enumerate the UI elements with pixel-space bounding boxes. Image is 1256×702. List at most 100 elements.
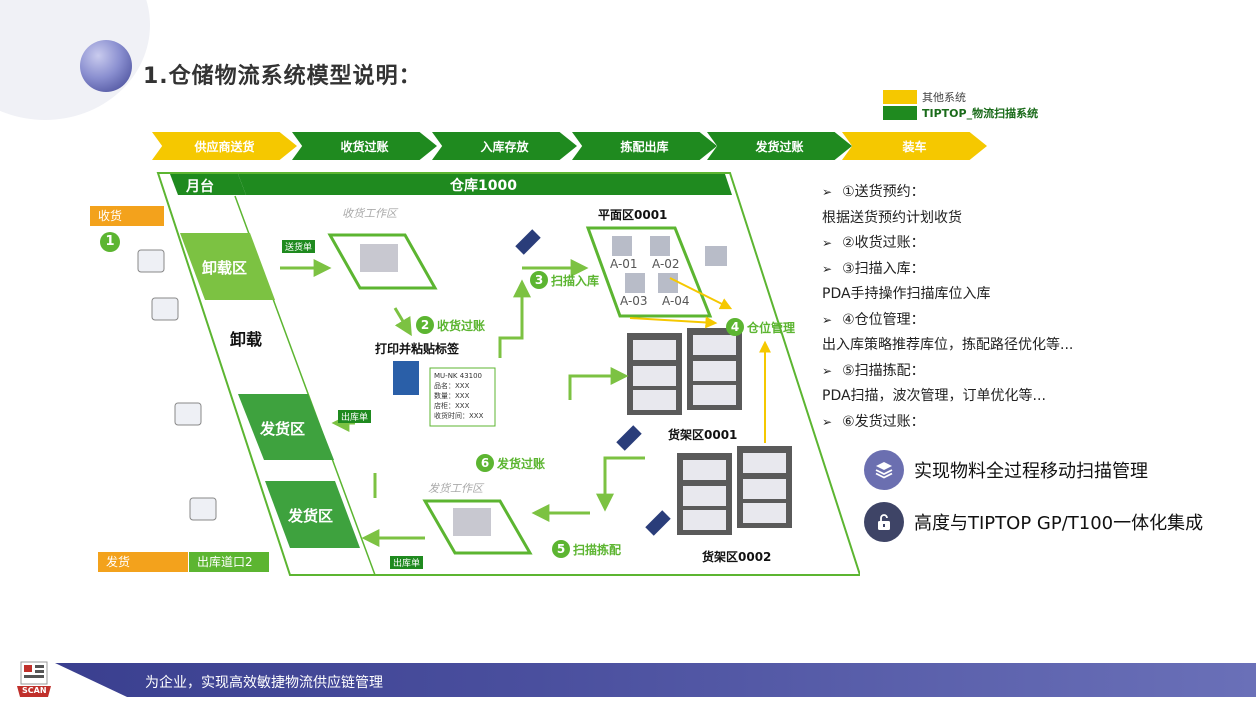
receive-work-area-label: 收货工作区 [342, 207, 397, 220]
note-text: 根据送货预约计划收货 [822, 209, 962, 226]
feature-integration: 高度与TIPTOP GP/T100一体化集成 [864, 502, 1203, 542]
label-card [429, 367, 496, 427]
pda-device-icon [645, 510, 671, 536]
ship-zone-1-bg [238, 394, 334, 460]
note-line: PDA手持操作扫描库位入库 [822, 282, 1152, 308]
delivery-note-tag: 送货单 [282, 240, 316, 253]
bin-label: A-02 [652, 257, 680, 271]
layers-icon [864, 450, 904, 490]
note-line: ➢ ④仓位管理： [822, 308, 1152, 334]
step-number-badge: 4 [726, 318, 744, 336]
bullet-arrow-icon: ➢ [822, 414, 833, 429]
note-line: ➢③扫描入库： [822, 257, 1152, 283]
flow-arrow [596, 456, 645, 512]
bullet-arrow-icon: ➢ [822, 312, 833, 327]
note-line: 根据送货预约计划收货 [822, 206, 1152, 232]
note-text: PDA扫描，波次管理，订单优化等... [822, 388, 1046, 404]
label-card-line: 收货时间：XXX [434, 412, 484, 420]
bin-label: A-03 [620, 294, 648, 308]
shelf-slot [743, 503, 786, 523]
shelf-slot [683, 486, 726, 506]
shelf-slot [693, 361, 736, 381]
flow-arrow [498, 279, 531, 358]
bullet-arrow-icon: ➢ [822, 185, 833, 199]
shelf-slot [693, 335, 736, 355]
note-line: 出入库策略推荐库位，拣配路径优化等... [822, 333, 1152, 359]
step-text: 收货过账 [437, 318, 486, 333]
outbound-note-tag: 出库单 [390, 556, 424, 569]
step-1-badge: 1 [100, 232, 120, 252]
flat-zone-box [585, 226, 713, 318]
label-card-line: 数量：XXX [434, 392, 470, 400]
bin-box [625, 273, 645, 293]
note-text: ⑥发货过账： [842, 413, 925, 430]
warehouse-header: 仓库1000 [450, 178, 517, 194]
shelf-slot [683, 510, 726, 530]
flow-arrow [393, 307, 412, 337]
legend-swatch-yellow [883, 90, 917, 104]
bin-label: A-04 [662, 294, 690, 308]
warehouse-floor-outline [156, 172, 860, 576]
bin-box [612, 236, 632, 256]
legend-label: TIPTOP_物流扫描系统 [922, 107, 1039, 120]
receive-tag: 收货 [90, 206, 164, 226]
stage-supplier-delivery: 供应商送货 [152, 132, 297, 160]
step-text: 扫描拣配 [573, 542, 622, 557]
legend-item-other-system: 其他系统 [883, 89, 1038, 105]
note-text: ④仓位管理： [842, 311, 925, 328]
ship-work-area-box [422, 499, 533, 555]
company-logo: SCAN [15, 660, 53, 698]
receive-work-area-box [327, 233, 438, 290]
bin-label: A-01 [610, 257, 638, 271]
stage-putaway: 入库存放 [432, 132, 577, 160]
feature-mobile-scan: 实现物料全过程移动扫描管理 [864, 450, 1148, 490]
stage-picking: 拣配出库 [572, 132, 717, 160]
warehouse-header-bg [238, 174, 732, 195]
ship-zone-2-bg [265, 481, 360, 548]
shelf-slot [693, 385, 736, 405]
stage-shipping-posting: 发货过账 [707, 132, 852, 160]
legend-swatch-green [883, 106, 917, 120]
dock-header-bg [170, 174, 246, 195]
shelf-slot [633, 390, 676, 410]
note-text: PDA手持操作扫描库位入库 [822, 286, 991, 302]
flow-arrow [568, 367, 629, 400]
bullet-arrow-icon: ➢ [822, 236, 833, 250]
note-line: ➢①送货预约： [822, 180, 1152, 206]
shelf-slot [743, 453, 786, 473]
page-title: 1.仓储物流系统模型说明： [143, 64, 422, 89]
exit-tag: 出库道口2 [189, 552, 269, 572]
label-card-line: 店柜：XXX [434, 402, 470, 410]
label-card-line: 品名：XXX [434, 382, 470, 390]
warehouse-diagram: 月台 仓库1000 卸载区 卸载 发货区 发货区 收货工作区 发货工作区 平面区… [90, 168, 860, 583]
unlock-icon [864, 502, 904, 542]
bullet-arrow-icon: ➢ [822, 261, 833, 276]
process-notes: ➢①送货预约： 根据送货预约计划收货 ➢②收货过账： ➢③扫描入库： PDA手持… [822, 180, 1152, 435]
stage-loading: 装车 [842, 132, 987, 160]
ship-work-area-label: 发货工作区 [428, 482, 483, 495]
label-card-line: MU-NK 43100 [434, 372, 483, 380]
flow-arrow-yellow [669, 277, 733, 310]
bin-box [650, 236, 670, 256]
pda-device-icon [515, 229, 541, 255]
ship-zone-label: 发货区 [260, 420, 306, 438]
ship-zone-label: 发货区 [288, 507, 334, 525]
loose-goods-box [705, 246, 727, 266]
shelf-slot [633, 340, 676, 360]
truck-icon [189, 497, 217, 521]
footer-slogan: 为企业，实现高效敏捷物流供应链管理 [145, 675, 383, 691]
receive-goods-stack [360, 244, 398, 272]
logo-text: SCAN [22, 686, 47, 695]
shelf-slot [743, 479, 786, 499]
shelf-slot [683, 460, 726, 480]
note-text: ⑤扫描拣配： [842, 362, 925, 379]
unload-label: 卸载 [230, 330, 263, 349]
stage-receiving-posting: 收货过账 [292, 132, 437, 160]
flat-zone-label: 平面区0001 [598, 208, 668, 222]
step-number-badge: 5 [552, 540, 570, 558]
pda-device-icon [616, 425, 642, 451]
